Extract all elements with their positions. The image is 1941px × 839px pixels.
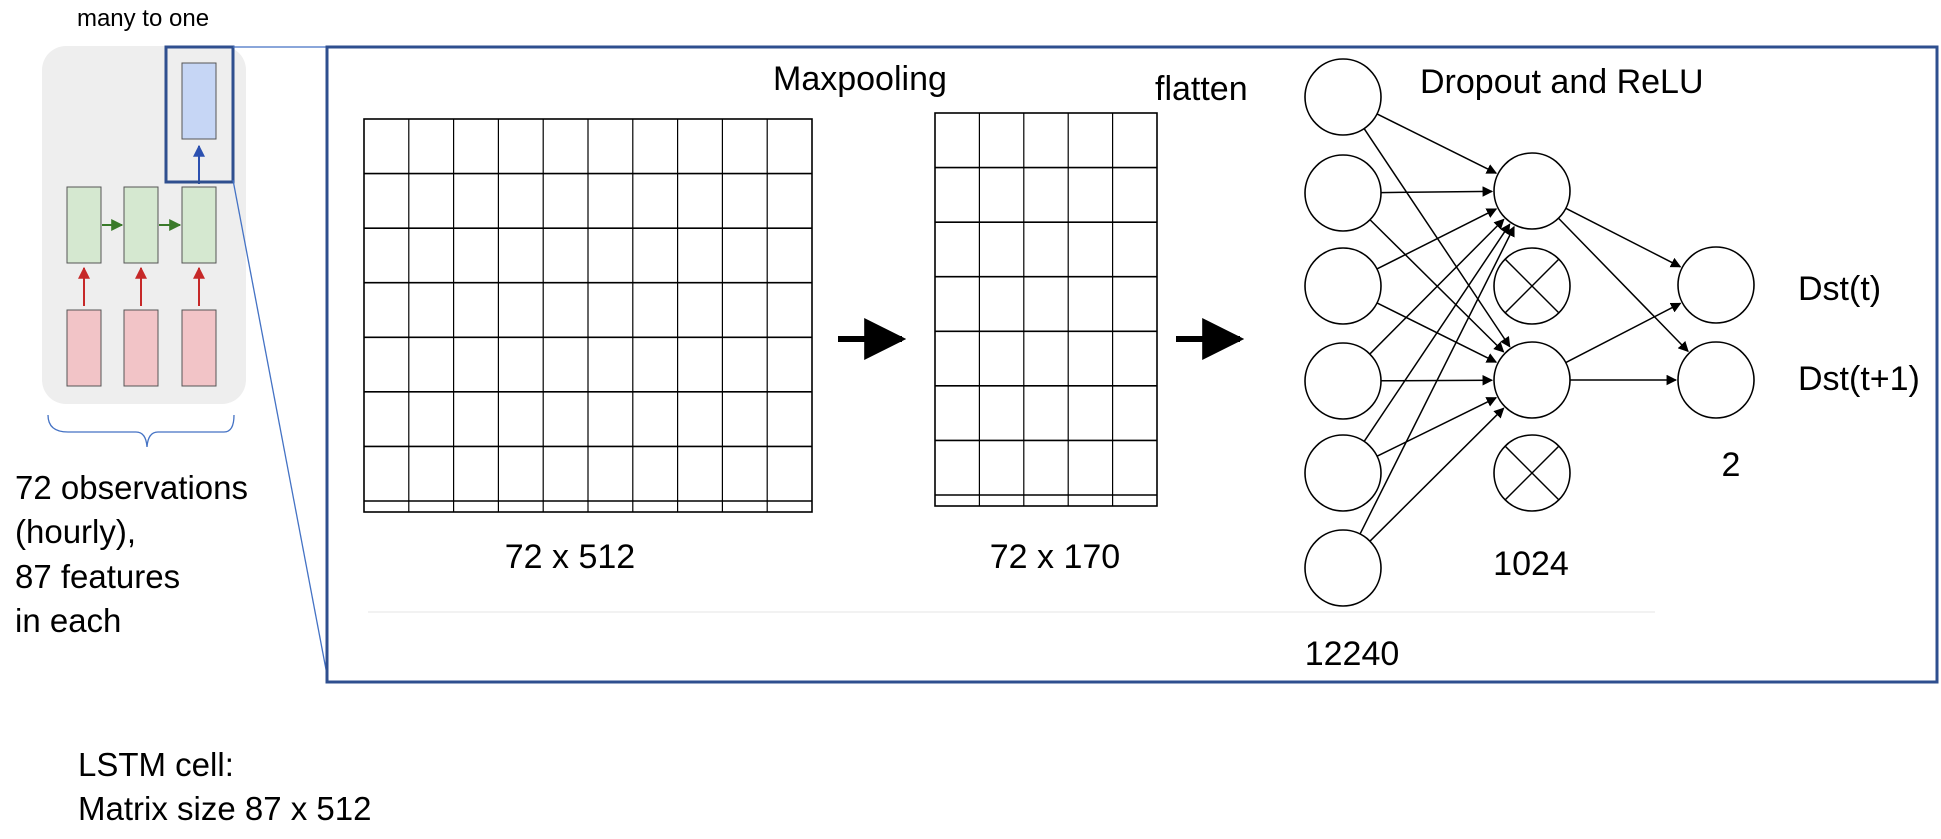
- input-caption-line: 87 features: [15, 558, 180, 595]
- connection-arrow: [1369, 407, 1505, 542]
- connection-arrow: [1557, 217, 1689, 353]
- dense-connections: [1359, 113, 1689, 542]
- output-label-dst-t: Dst(t): [1798, 270, 1881, 308]
- grid-border: [934, 112, 1158, 507]
- lstm-output-grid: [363, 118, 813, 513]
- connection-arrow: [1369, 218, 1505, 355]
- pooled-grid: [934, 112, 1158, 507]
- lstm-caption-line: Matrix size 87 x 512: [78, 790, 371, 827]
- hidden-neuron: [1493, 341, 1571, 419]
- connection-arrow: [1363, 128, 1511, 348]
- zoom-line-bottom: [232, 179, 329, 681]
- connection-arrow: [1380, 186, 1494, 197]
- lstm-output-size: 72 x 512: [505, 538, 635, 576]
- input-neuron: [1304, 247, 1382, 325]
- connection-arrow: [1363, 223, 1511, 442]
- highlight-box: [164, 45, 235, 184]
- connection-arrow: [1376, 396, 1498, 457]
- output-size: 2: [1722, 446, 1741, 484]
- connection-arrow: [1565, 207, 1682, 268]
- lstm-caption-line: LSTM cell:: [78, 746, 234, 783]
- output-neuron: [1677, 246, 1755, 324]
- dropout-cross: [1504, 258, 1560, 314]
- rnn-schematic: [42, 45, 246, 448]
- input-neuron: [1304, 58, 1382, 136]
- connection-arrow: [1376, 113, 1498, 174]
- hidden-cell: [66, 186, 102, 264]
- connection-arrow: [1565, 302, 1682, 364]
- maxpooling-label: Maxpooling: [773, 60, 947, 98]
- hidden-cell: [123, 186, 159, 264]
- connection-arrow: [1359, 225, 1515, 535]
- flattened-size: 12240: [1305, 635, 1400, 673]
- connection-arrow: [1376, 208, 1498, 270]
- rnn-type-label: many to one: [77, 5, 209, 32]
- hidden-size: 1024: [1493, 545, 1569, 583]
- input-cell: [181, 309, 217, 387]
- dropout-cross: [1504, 445, 1560, 501]
- input-cell: [66, 309, 102, 387]
- input-neuron: [1304, 529, 1382, 607]
- input-neuron: [1304, 434, 1382, 512]
- input-caption-line: in each: [15, 602, 121, 639]
- input-caption-line: (hourly),: [15, 513, 136, 550]
- input-neuron: [1304, 154, 1382, 232]
- input-caption-line: 72 observations: [15, 469, 248, 506]
- output-neuron: [1677, 341, 1755, 419]
- network-frame: [325, 45, 1939, 684]
- hidden-neuron: [1493, 152, 1571, 230]
- hidden-cell: [181, 186, 217, 264]
- flatten-label: flatten: [1155, 70, 1248, 108]
- dropout-relu-label: Dropout and ReLU: [1420, 63, 1704, 101]
- dense-neurons: [1304, 58, 1755, 607]
- input-cell: [123, 309, 159, 387]
- input-brace: [47, 414, 235, 448]
- input-neuron: [1304, 342, 1382, 420]
- output-cell: [181, 62, 217, 140]
- output-label-dst-t1: Dst(t+1): [1798, 360, 1920, 398]
- pooled-size: 72 x 170: [990, 538, 1120, 576]
